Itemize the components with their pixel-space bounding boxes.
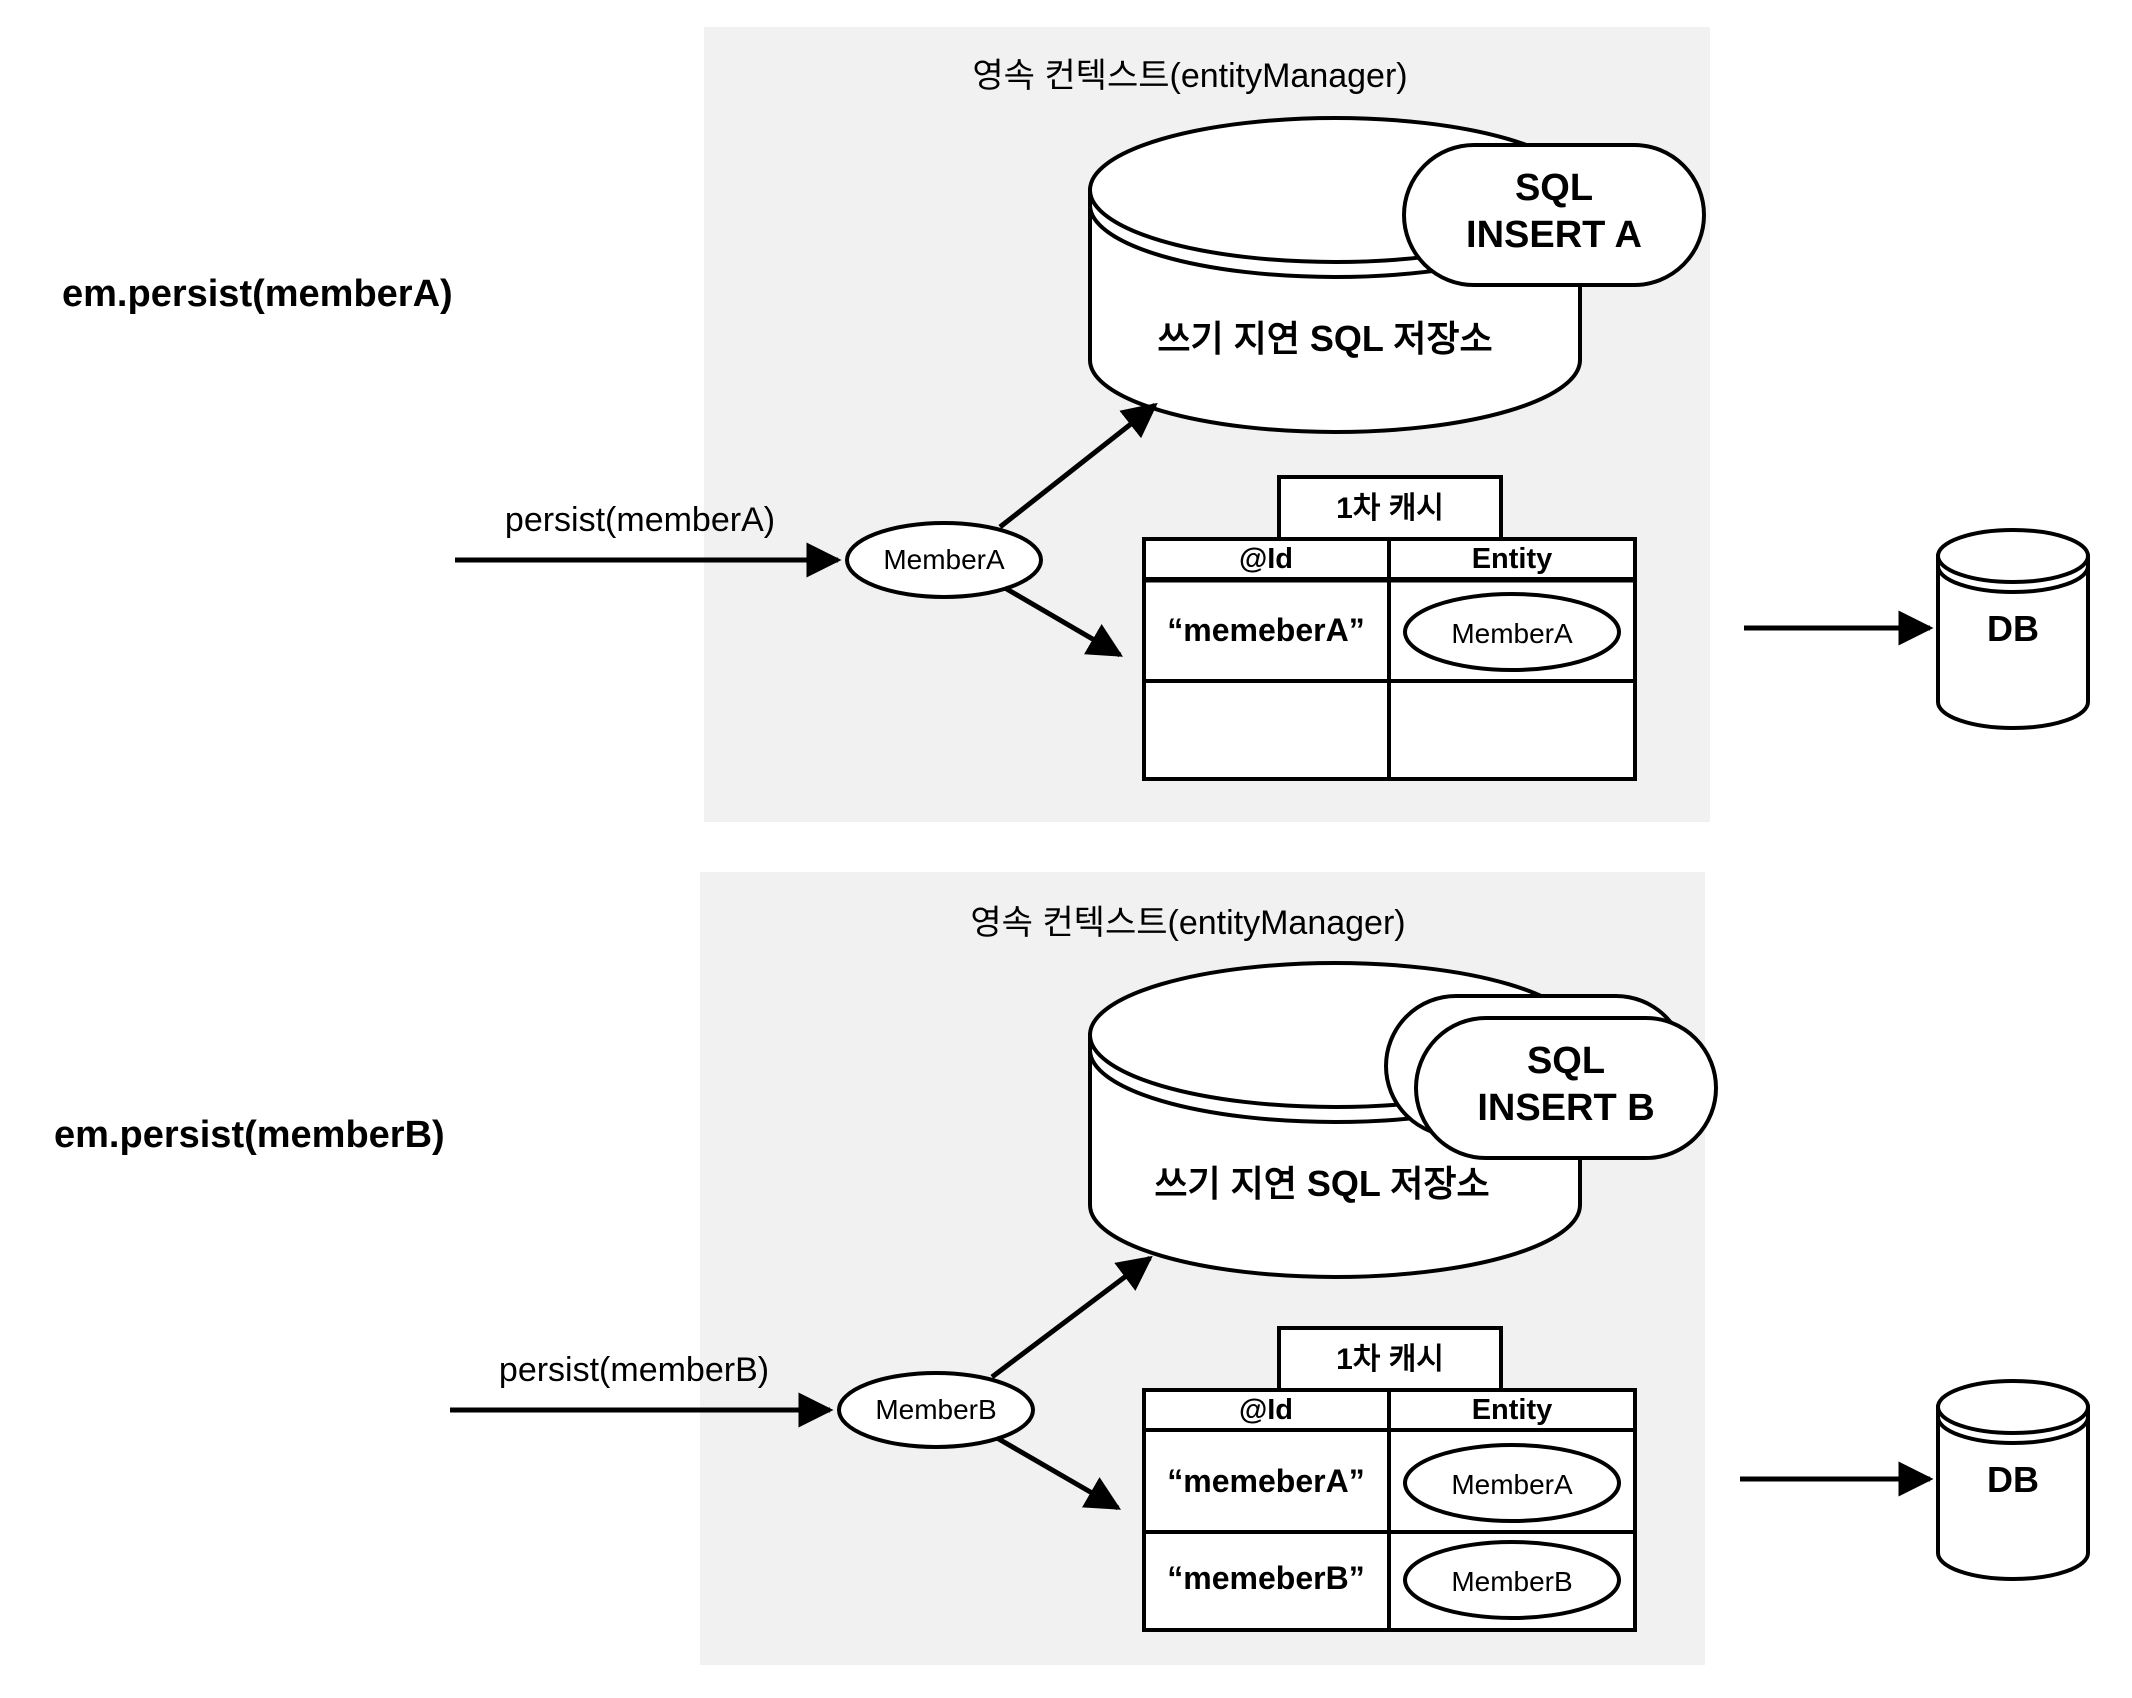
cache-col-header-b-1: Entity <box>1471 1394 1553 1426</box>
entity-node-label-b: MemberB <box>875 1394 997 1425</box>
cache-cell-id-a-0: “memeberA” <box>1167 612 1365 648</box>
cache-cell-entity-b-1: MemberB <box>1451 1566 1573 1597</box>
context-title-a: 영속 컨텍스트(entityManager) <box>972 57 1408 95</box>
cache-cell-entity-a-0: MemberA <box>1451 618 1573 649</box>
cache-col-header-a-0: @Id <box>1238 543 1294 575</box>
context-title-b: 영속 컨텍스트(entityManager) <box>970 904 1406 942</box>
cache-cell-id-b-0: “memeberA” <box>1167 1463 1365 1499</box>
sql-pill-label-b-line2: INSERT B <box>1477 1087 1655 1129</box>
store-label-a: 쓰기 지연 SQL 저장소 <box>1157 318 1493 359</box>
callout-label-b: em.persist(memberB) <box>54 1114 445 1156</box>
cache-tab-label-a: 1차 캐시 <box>1336 492 1444 525</box>
persistence-context-panel-a <box>704 27 1710 822</box>
persist-arrow-label-a: persist(memberA) <box>504 501 776 539</box>
store-label-b: 쓰기 지연 SQL 저장소 <box>1154 1163 1490 1204</box>
database-label-a: DB <box>1987 608 2039 649</box>
entity-node-label-a: MemberA <box>883 544 1005 575</box>
persistence-context-panel-b <box>700 872 1705 1665</box>
cache-col-header-a-1: Entity <box>1471 543 1553 575</box>
sql-pill-label-b-line1: SQL <box>1526 1040 1606 1082</box>
sql-pill-label-a-line1: SQL <box>1514 167 1594 209</box>
cache-cell-id-b-1: “memeberB” <box>1167 1560 1365 1596</box>
cache-cell-entity-b-0: MemberA <box>1451 1469 1573 1500</box>
sql-pill-label-a-line2: INSERT A <box>1466 214 1642 256</box>
database-label-b: DB <box>1987 1459 2039 1500</box>
cache-tab-label-b: 1차 캐시 <box>1336 1343 1444 1376</box>
persist-arrow-label-b: persist(memberB) <box>498 1351 770 1389</box>
cache-col-header-b-0: @Id <box>1238 1394 1294 1426</box>
callout-label-a: em.persist(memberA) <box>62 273 453 315</box>
